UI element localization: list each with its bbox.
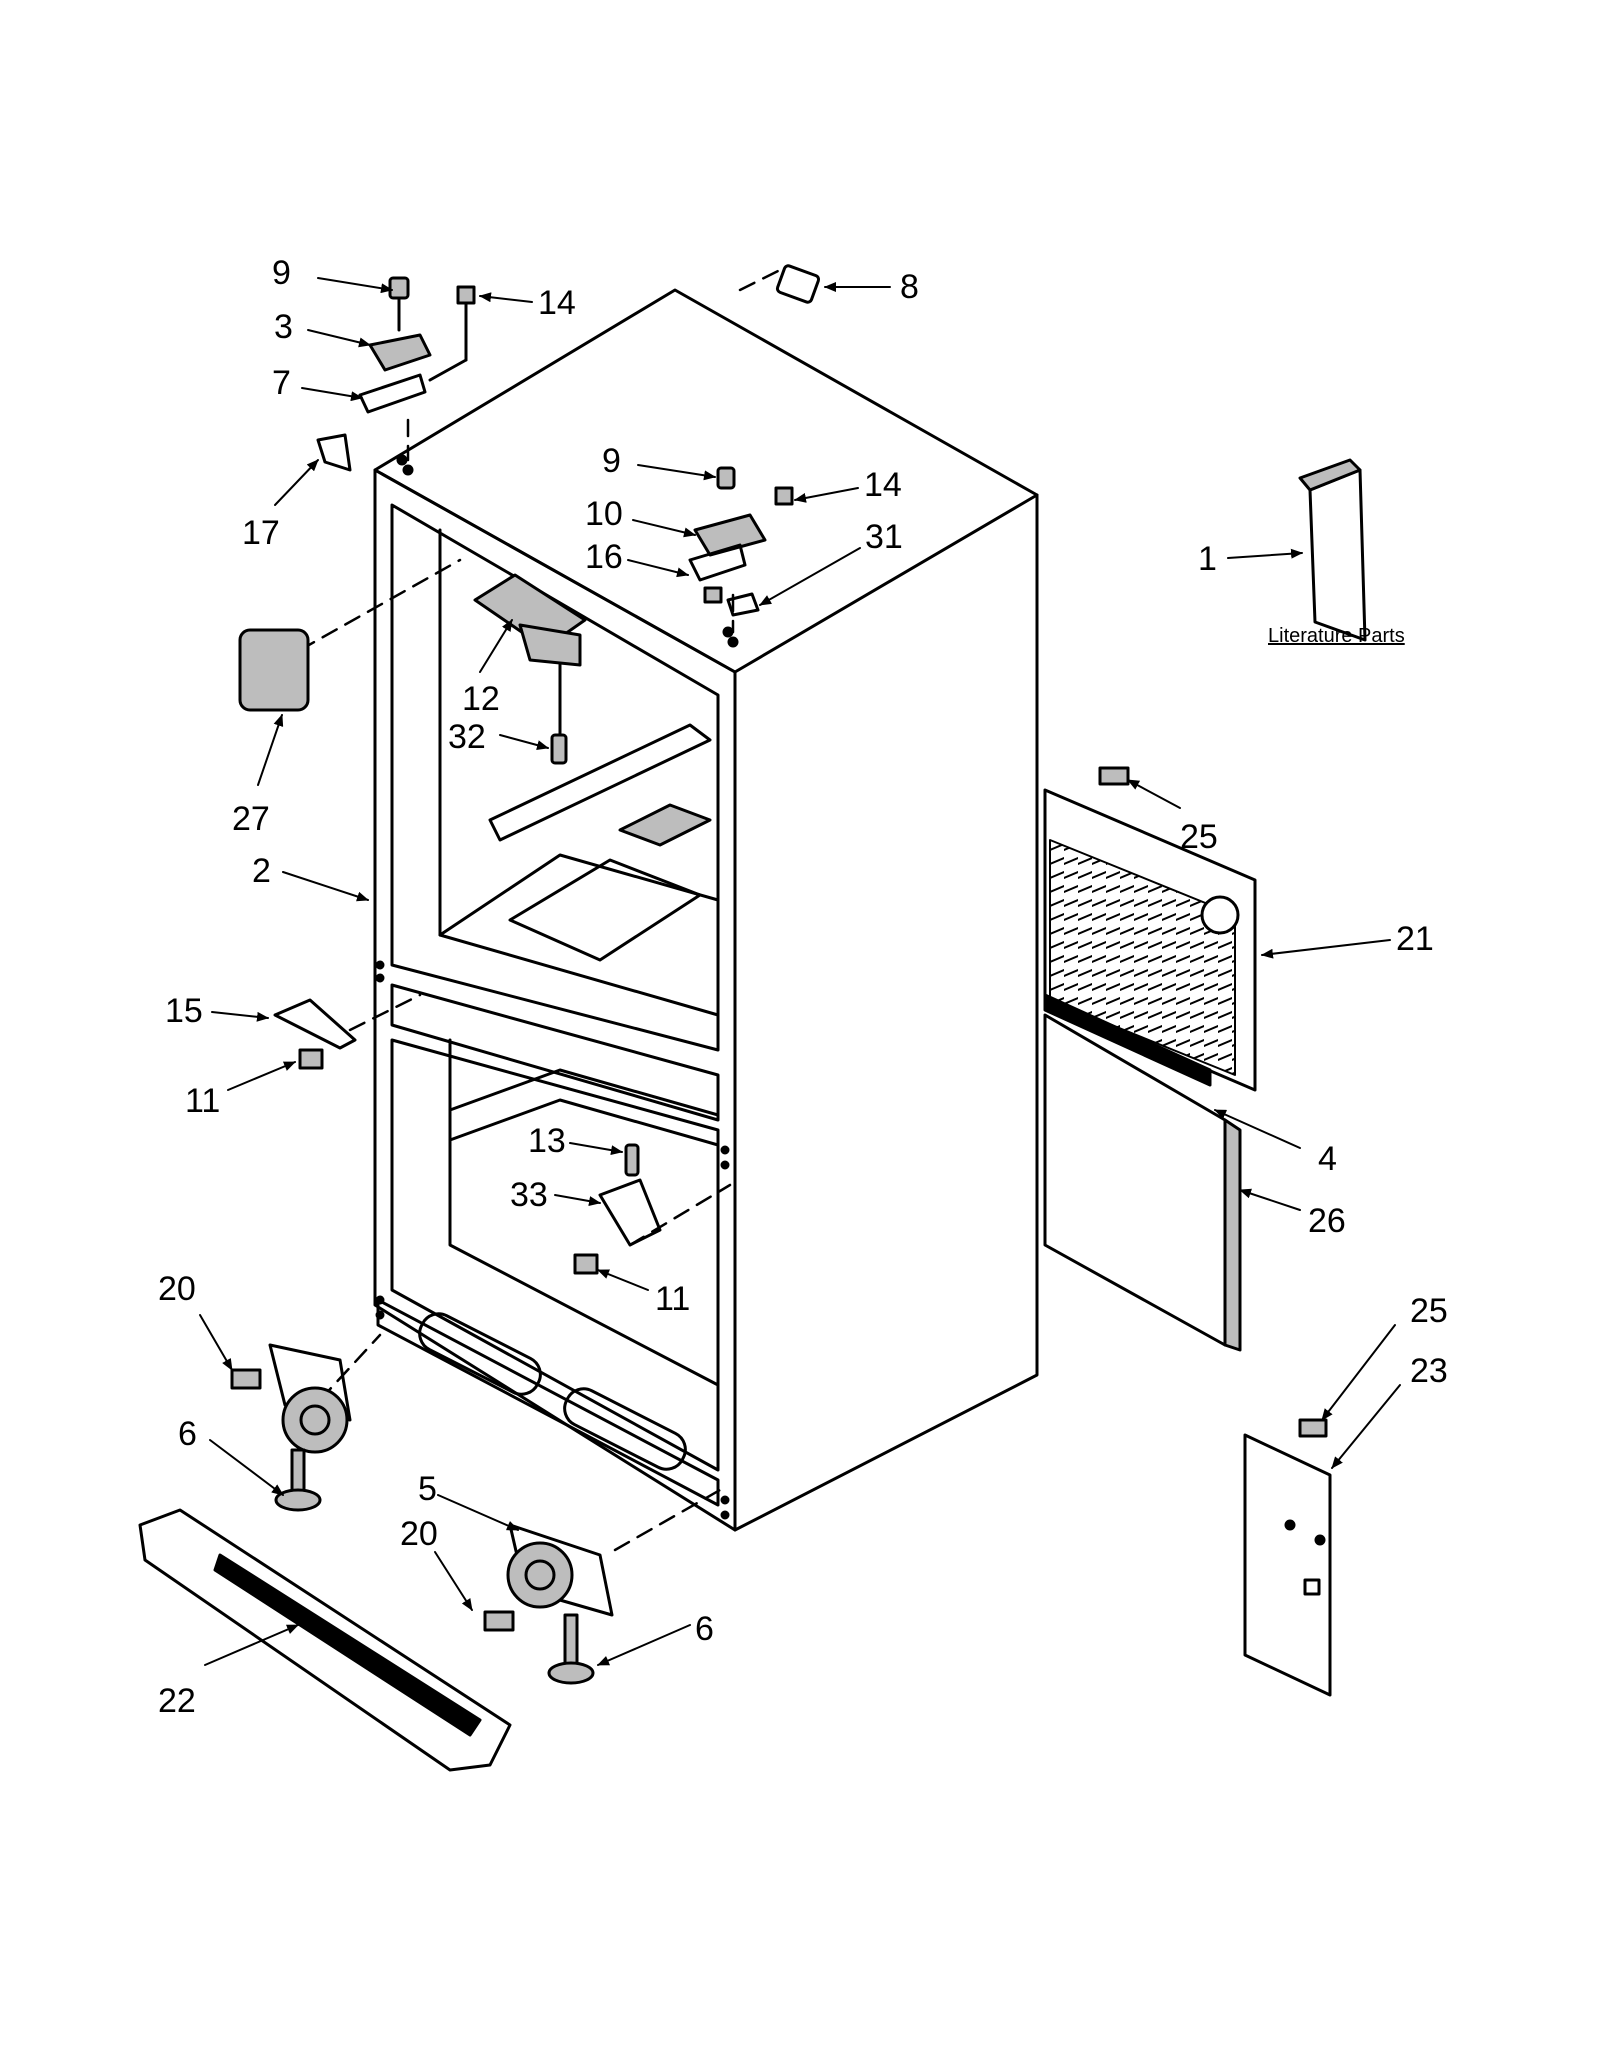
screw-14-upper [428,285,476,382]
callout-7: 7 [272,364,291,402]
center-hinge [688,466,794,617]
upper-left-hinge [368,276,432,372]
literature-book [1298,458,1367,642]
air-diffuser [488,723,712,847]
callout-31: 31 [865,518,903,556]
mounting-leaders [298,268,782,1552]
callout-32: 32 [448,718,486,756]
callout-15: 15 [165,992,203,1030]
callout-5: 5 [418,1470,437,1508]
cover-17 [316,433,352,472]
screw-20-a [230,1368,262,1390]
base-grille-22 [138,1508,512,1772]
screw-32 [550,733,568,765]
callout-25: 25 [1410,1292,1448,1330]
access-panel-21 [1043,788,1257,1092]
callout-25: 25 [1180,818,1218,856]
callout-27: 27 [232,800,270,838]
callout-12: 12 [462,680,500,718]
toe-panel-26 [1043,1013,1242,1352]
callout-20: 20 [400,1515,438,1553]
screw-20-b [483,1610,515,1632]
callout-23: 23 [1410,1352,1448,1390]
roller-assembly-left [268,1343,352,1454]
callout-10: 10 [585,495,623,533]
callout-14: 14 [864,466,902,504]
callout-33: 33 [510,1176,548,1214]
callout-6: 6 [695,1610,714,1648]
callout-17: 17 [242,514,280,552]
callout-21: 21 [1396,920,1434,958]
callout-4: 4 [1318,1140,1337,1178]
callout-26: 26 [1308,1202,1346,1240]
literature-parts-label: Literature Parts [1268,625,1405,647]
callout-2: 2 [252,852,271,890]
label-8 [775,264,821,304]
control-housing-12 [473,573,587,737]
roller-assembly-right [506,1523,614,1617]
part-13 [624,1143,640,1177]
callout-8: 8 [900,268,919,306]
refrigerator-cabinet [373,288,1039,1532]
seal-strip-4 [1043,993,1212,1087]
callout-14: 14 [538,284,576,322]
callout-9: 9 [272,254,291,292]
callout-11: 11 [655,1280,690,1318]
callout-16: 16 [585,538,623,576]
screw-25-b [1298,1418,1328,1438]
callout-20: 20 [158,1270,196,1308]
callout-9: 9 [602,442,621,480]
screw-11-a [298,1048,324,1070]
leveling-leg-right [547,1613,595,1685]
callout-6: 6 [178,1415,197,1453]
screw-11-b [573,1253,599,1275]
bracket-33 [598,1178,662,1247]
hinge-shim-7 [358,373,427,414]
leveling-leg-left [274,1448,322,1512]
callout-3: 3 [274,308,293,346]
bracket-15 [273,998,357,1050]
callout-13: 13 [528,1122,566,1160]
screw-25-a [1098,766,1130,786]
cover-panel-23 [1243,1433,1332,1697]
control-module-27 [238,628,310,712]
callout-22: 22 [158,1682,196,1720]
callout-labels: 9 14 3 7 8 17 9 14 10 16 31 1 Literature… [158,254,1448,1720]
callout-1: 1 [1198,540,1217,578]
callout-11: 11 [185,1082,220,1120]
callout-arrows [199,277,1401,1666]
